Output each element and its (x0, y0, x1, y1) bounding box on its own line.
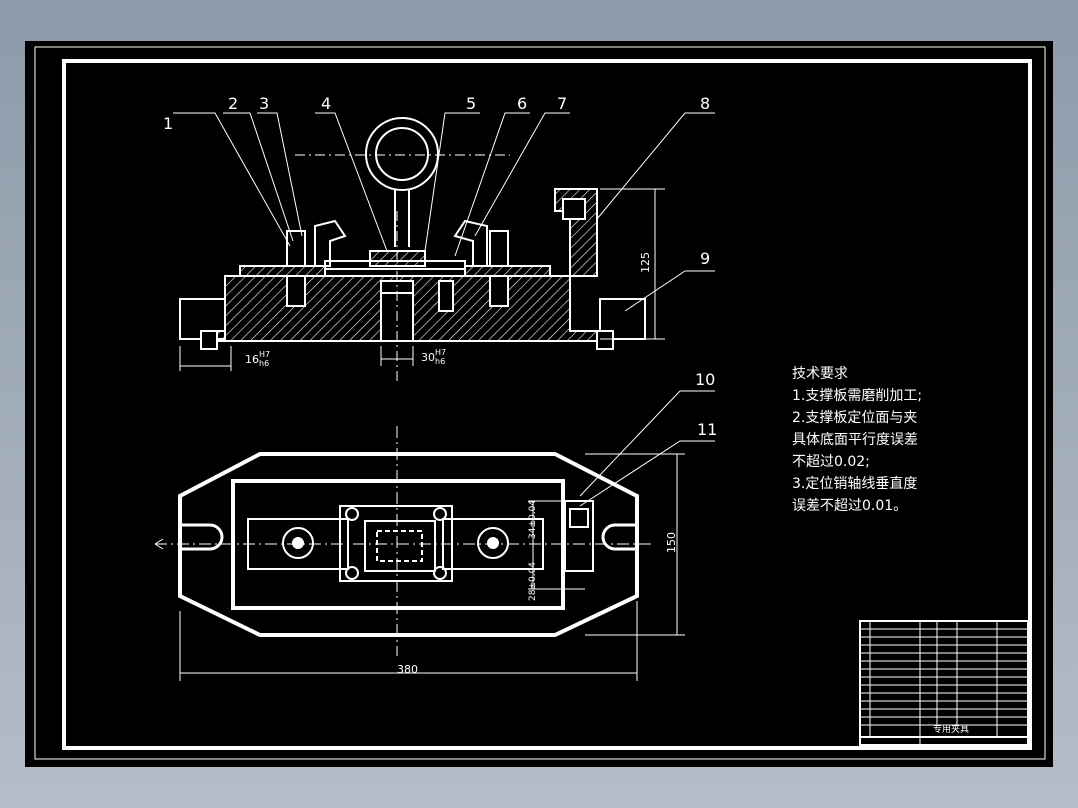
dim-150: 150 (665, 532, 678, 553)
notes-line-1: 1.支撑板需磨削加工; (792, 388, 923, 404)
leader-lines-front (173, 112, 715, 507)
lifting-ring-outer (365, 117, 439, 191)
dim-16-lower: h6 (259, 359, 270, 368)
notes-line-4: 不超过0.02; (792, 454, 870, 470)
dim-30-upper: H7 (435, 348, 447, 357)
cad-drawing (34, 46, 1046, 760)
callout-5: 5 (466, 94, 477, 113)
callout-9: 9 (700, 249, 711, 268)
outer-frame (34, 46, 1046, 760)
callout-10: 10 (695, 370, 716, 389)
base-outline (178, 452, 639, 637)
front-view (179, 117, 646, 381)
dim-pin-top: 34±0.04 (528, 499, 538, 539)
notes-line-3: 具体底面平行度误差 (792, 432, 918, 448)
callout-1: 1 (163, 114, 174, 133)
technical-requirements: 技术要求 1.支撑板需磨削加工; 2.支撑板定位面与夹 具体底面平行度误差 不超… (792, 363, 922, 517)
notes-line-2: 2.支撑板定位面与夹 (792, 410, 918, 426)
lifting-ring-inner (375, 127, 429, 181)
dim-16-upper: H7 (259, 350, 271, 359)
callout-3: 3 (259, 94, 270, 113)
callout-7: 7 (557, 94, 568, 113)
dim-125: 125 (639, 252, 652, 273)
clamp-left (314, 219, 347, 267)
notes-line-5: 3.定位销轴线垂直度 (792, 476, 918, 492)
callout-11: 11 (697, 420, 718, 439)
top-view-centerlines (154, 426, 655, 656)
callout-4: 4 (321, 94, 332, 113)
dim-pin-bottom: 28±0.04 (528, 561, 538, 601)
title-block-name: 专用夹具 (933, 725, 970, 735)
dim-30: 30 (421, 351, 435, 364)
callout-8: 8 (700, 94, 711, 113)
inner-frame (62, 59, 1032, 750)
title-block (859, 620, 1029, 746)
drawing-sheet: 1 2 3 4 5 6 7 8 9 10 11 16 H7 h6 30 H7 h… (25, 41, 1053, 767)
dim-380: 380 (397, 663, 418, 676)
dim-16: 16 (245, 353, 259, 366)
dimension-lines-front (179, 188, 665, 371)
notes-line-6: 误差不超过0.01。 (792, 498, 908, 514)
callout-6: 6 (517, 94, 528, 113)
clamp-right (453, 219, 488, 267)
dimension-lines-top (179, 453, 685, 681)
dim-30-lower: h6 (435, 357, 446, 366)
notes-title: 技术要求 (792, 366, 848, 382)
callout-2: 2 (228, 94, 239, 113)
